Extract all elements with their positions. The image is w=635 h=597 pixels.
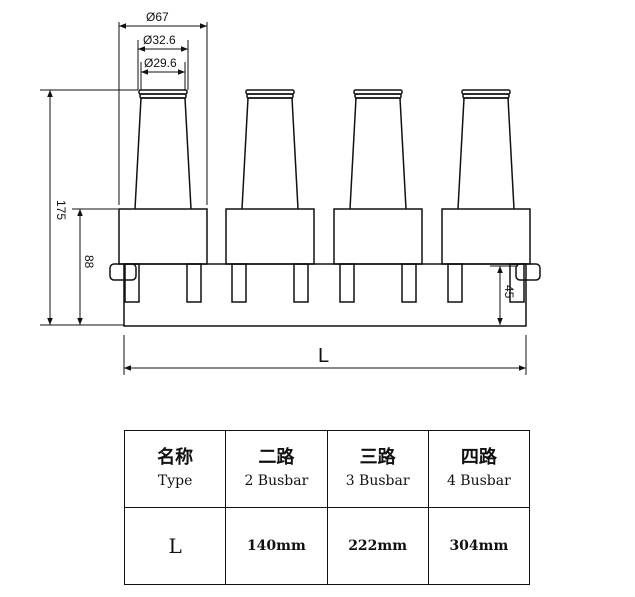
dim-outer-diameter: Ø67 <box>146 10 169 24</box>
value-2-busbar: 140mm <box>225 507 328 585</box>
insulator-leg-left-4 <box>447 263 463 303</box>
insulator-leg-left-3 <box>339 263 355 303</box>
insulator-block-4 <box>441 208 531 265</box>
table-header-row: 名称 Type 二路 2 Busbar 三路 3 Busbar 四路 4 Bus… <box>123 430 531 508</box>
col-4-en: 4 Busbar <box>446 473 511 489</box>
dim-base-height: 88 <box>82 255 96 269</box>
insulator-body-2 <box>241 97 299 210</box>
header-name-zh: 名称 <box>157 447 194 468</box>
table-row: L 140mm 222mm 304mm <box>123 507 531 585</box>
header-col-4: 四路 4 Busbar <box>427 430 531 508</box>
technical-drawing: Ø67 Ø32.6 Ø29.6 175 88 45 L <box>40 10 541 375</box>
header-col-2: 二路 2 Busbar <box>225 430 328 508</box>
col-3-en: 3 Busbar <box>345 473 410 489</box>
insulator-group <box>118 89 531 303</box>
dim-inner-diameter: Ø29.6 <box>144 56 177 70</box>
header-col-3: 三路 3 Busbar <box>326 430 429 508</box>
header-name-cell: 名称 Type <box>123 430 227 508</box>
insulator-leg-left-1 <box>124 263 140 303</box>
col-2-en: 2 Busbar <box>244 473 309 489</box>
dim-length: L <box>318 345 329 367</box>
row-label-cell: L <box>123 507 227 585</box>
insulator-leg-right-1 <box>186 263 202 303</box>
insulator-block-2 <box>225 208 315 265</box>
header-name-en: Type <box>157 473 193 489</box>
spec-table: 名称 Type 二路 2 Busbar 三路 3 Busbar 四路 4 Bus… <box>123 430 531 585</box>
insulator-body-3 <box>349 97 407 210</box>
dimension-lines <box>40 22 527 375</box>
insulator-block-1 <box>118 208 208 265</box>
value-3-busbar: 222mm <box>326 507 429 585</box>
value-4-busbar: 304mm <box>427 507 531 585</box>
col-3-zh: 三路 <box>359 447 396 468</box>
dim-total-height: 175 <box>54 200 68 220</box>
insulator-block-3 <box>333 208 423 265</box>
dim-leg-height: 45 <box>502 285 516 299</box>
insulator-body-4 <box>457 97 515 210</box>
insulator-leg-right-3 <box>401 263 417 303</box>
insulator-leg-left-2 <box>231 263 247 303</box>
dim-mid-diameter: Ø32.6 <box>143 33 176 47</box>
col-4-zh: 四路 <box>460 447 497 468</box>
base-body <box>109 263 541 327</box>
col-2-zh: 二路 <box>258 447 295 468</box>
insulator-leg-right-2 <box>293 263 309 303</box>
insulator-body-1 <box>134 97 192 210</box>
